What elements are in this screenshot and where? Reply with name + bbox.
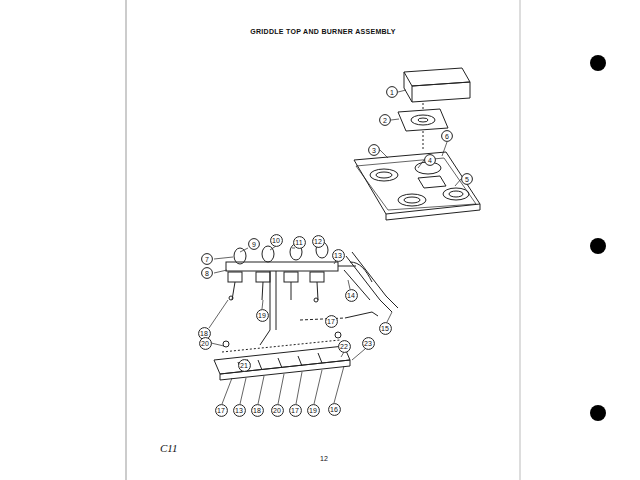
callout-number: 1	[386, 86, 398, 98]
callout-number: 20	[271, 404, 284, 414]
callout-number: 3	[368, 144, 380, 156]
leader-lines	[209, 90, 461, 404]
callout-number: 22	[338, 340, 351, 350]
callout-number: 10	[270, 234, 283, 247]
callout-number: 13	[233, 404, 246, 414]
callout-number: 19	[307, 404, 320, 414]
page-edge	[520, 0, 521, 480]
callout-number: 17	[215, 404, 228, 417]
callout-number: 6	[441, 130, 453, 140]
callout-number: 4	[424, 154, 436, 164]
callout-number: 2	[379, 114, 391, 124]
callout-number: 13	[332, 249, 345, 259]
callout-number: 7	[201, 253, 213, 263]
callout-number: 17	[215, 404, 228, 414]
handwritten-note: C11	[160, 442, 178, 454]
callout-number: 13	[233, 404, 246, 417]
page-number: 12	[320, 455, 328, 462]
griddle-cover	[404, 68, 470, 102]
callout-number: 19	[307, 404, 320, 417]
callout-number: 23	[362, 337, 375, 350]
callout-number: 17	[289, 404, 302, 417]
callout-number: 5	[461, 173, 473, 183]
callout-number: 20	[271, 404, 284, 417]
callout-number: 12	[312, 235, 325, 248]
callout-number: 8	[201, 267, 213, 277]
callout-number: 4	[424, 154, 436, 166]
punch-hole	[590, 238, 606, 254]
callout-number: 14	[345, 289, 358, 299]
callout-number: 21	[238, 359, 251, 372]
callout-number: 1	[386, 86, 398, 96]
callout-number: 19	[256, 309, 269, 319]
callout-number: 14	[345, 289, 358, 302]
callout-number: 19	[256, 309, 269, 322]
callout-number: 3	[368, 144, 380, 154]
callout-number: 13	[332, 249, 345, 262]
callout-number: 23	[362, 337, 375, 347]
callout-number: 16	[328, 403, 341, 416]
callout-number: 5	[461, 173, 473, 185]
punch-hole	[590, 405, 606, 421]
callout-number: 18	[251, 404, 264, 414]
callout-number: 17	[289, 404, 302, 414]
callout-number: 7	[201, 253, 213, 265]
callout-number: 16	[328, 403, 341, 413]
burner-manifold	[226, 242, 398, 345]
title: GRIDDLE TOP AND BURNER ASSEMBLY	[250, 28, 396, 35]
cooktop	[354, 152, 480, 220]
callout-number: 17	[325, 315, 338, 325]
callout-number: 21	[238, 359, 251, 369]
callout-number: 9	[248, 238, 260, 250]
callout-number: 11	[293, 236, 306, 246]
callout-number: 2	[379, 114, 391, 126]
callout-number: 18	[198, 327, 211, 337]
callout-number: 15	[379, 322, 392, 332]
callout-number: 22	[338, 340, 351, 353]
callout-number: 17	[325, 315, 338, 328]
callout-number: 8	[201, 267, 213, 279]
page-edge	[126, 0, 127, 480]
callout-number: 20	[199, 337, 212, 347]
callout-number: 15	[379, 322, 392, 335]
callout-number: 12	[312, 235, 325, 245]
callout-number: 9	[248, 238, 260, 248]
callout-number: 11	[293, 236, 306, 249]
callout-number: 20	[199, 337, 212, 350]
callout-number: 18	[251, 404, 264, 417]
callout-number: 6	[441, 130, 453, 142]
punch-hole	[590, 55, 606, 71]
callout-number: 10	[270, 234, 283, 244]
griddle-plate	[398, 103, 448, 150]
burner-tray	[214, 332, 350, 380]
